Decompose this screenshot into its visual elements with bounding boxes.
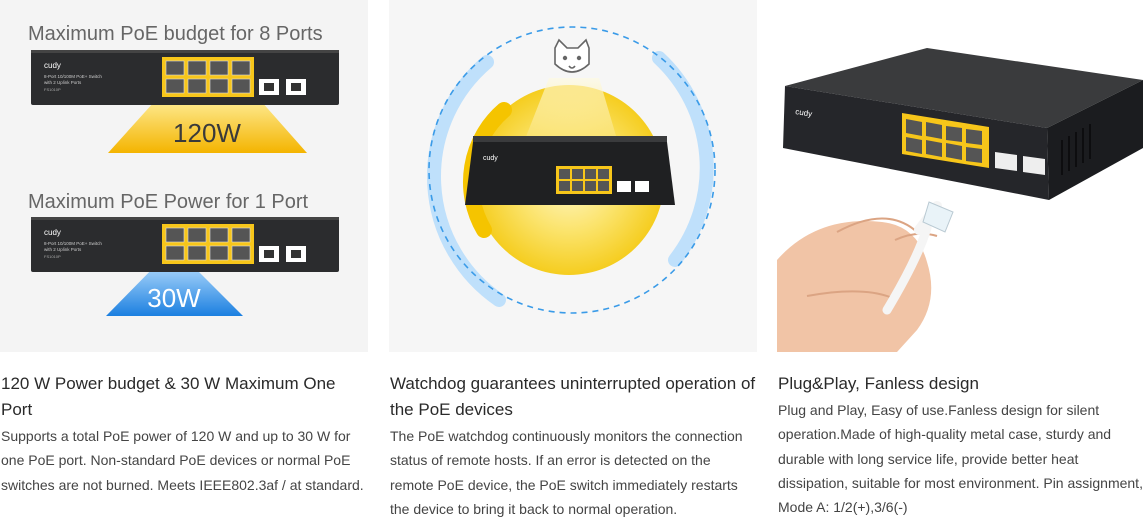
svg-text:cudy: cudy: [44, 228, 61, 237]
switch-3d: cudy: [783, 48, 1143, 200]
watchdog-ring-left: [427, 55, 506, 307]
hand-holding-cable: [777, 201, 954, 352]
switch-model: FS1010P: [44, 87, 61, 92]
poe-budget-illustration: Maximum PoE budget for 8 Ports 120W cudy…: [28, 23, 339, 316]
budget-value: 120W: [173, 118, 241, 148]
watchdog-illustration: cudy: [427, 26, 716, 314]
feature-description-poe-budget: Supports a total PoE power of 120 W and …: [1, 428, 364, 493]
port-value: 30W: [147, 283, 201, 313]
port-beam: [106, 258, 243, 316]
feature-description-watchdog: The PoE watchdog continuously monitors t…: [390, 428, 743, 517]
switch-illustration: cudy: [465, 136, 675, 205]
watchdog-ring-right: [652, 51, 714, 267]
plug-and-play-illustration: cudy: [777, 48, 1143, 352]
budget-label: Maximum PoE budget for 8 Ports: [28, 23, 323, 45]
switch-front-panel-1: cudy 8-Port 10/100M PoE+ Switch with 2 U…: [31, 50, 339, 105]
svg-text:FS1010P: FS1010P: [44, 254, 61, 259]
svg-text:8-Port 10/100M PoE+ Switch: 8-Port 10/100M PoE+ Switch: [44, 241, 102, 246]
feature-card-plug-and-play: cudy: [777, 0, 1146, 531]
feature-title-plug-and-play: Plug&Play, Fanless design: [778, 374, 979, 393]
feature-description-plug-and-play: Plug and Play, Easy of use.Fanless desig…: [778, 402, 1143, 516]
switch-front-panel-2: cudy 8-Port 10/100M PoE+ Switch with 2 U…: [31, 217, 339, 272]
watchdog-dashed-circle: [428, 26, 716, 314]
svg-text:cudy: cudy: [795, 107, 813, 119]
feature-image-plug-and-play: cudy: [777, 0, 1145, 352]
feature-title-watchdog: Watchdog guarantees uninterrupted operat…: [390, 374, 756, 419]
feature-card-poe-budget: Maximum PoE budget for 8 Ports 120W cudy…: [0, 0, 368, 531]
switch-brand: cudy: [44, 61, 61, 70]
svg-text:with 2 Uplink Ports: with 2 Uplink Ports: [44, 247, 82, 252]
feature-title-poe-budget: 120 W Power budget & 30 W Maximum One Po…: [1, 374, 336, 419]
svg-text:cudy: cudy: [483, 155, 498, 162]
svg-text:8-Port 10/100M PoE+ Switch: 8-Port 10/100M PoE+ Switch: [44, 74, 102, 79]
port-label: Maximum PoE Power for 1 Port: [28, 191, 309, 213]
feature-card-watchdog: cudy Watchdog guarantees uninterrupted o…: [389, 0, 757, 531]
feature-image-watchdog: cudy: [389, 0, 757, 352]
dog-icon: [554, 38, 590, 73]
feature-image-poe-budget: Maximum PoE budget for 8 Ports 120W cudy…: [0, 0, 368, 352]
budget-beam: [108, 92, 307, 153]
svg-text:with 2 Uplink Ports: with 2 Uplink Ports: [44, 80, 82, 85]
